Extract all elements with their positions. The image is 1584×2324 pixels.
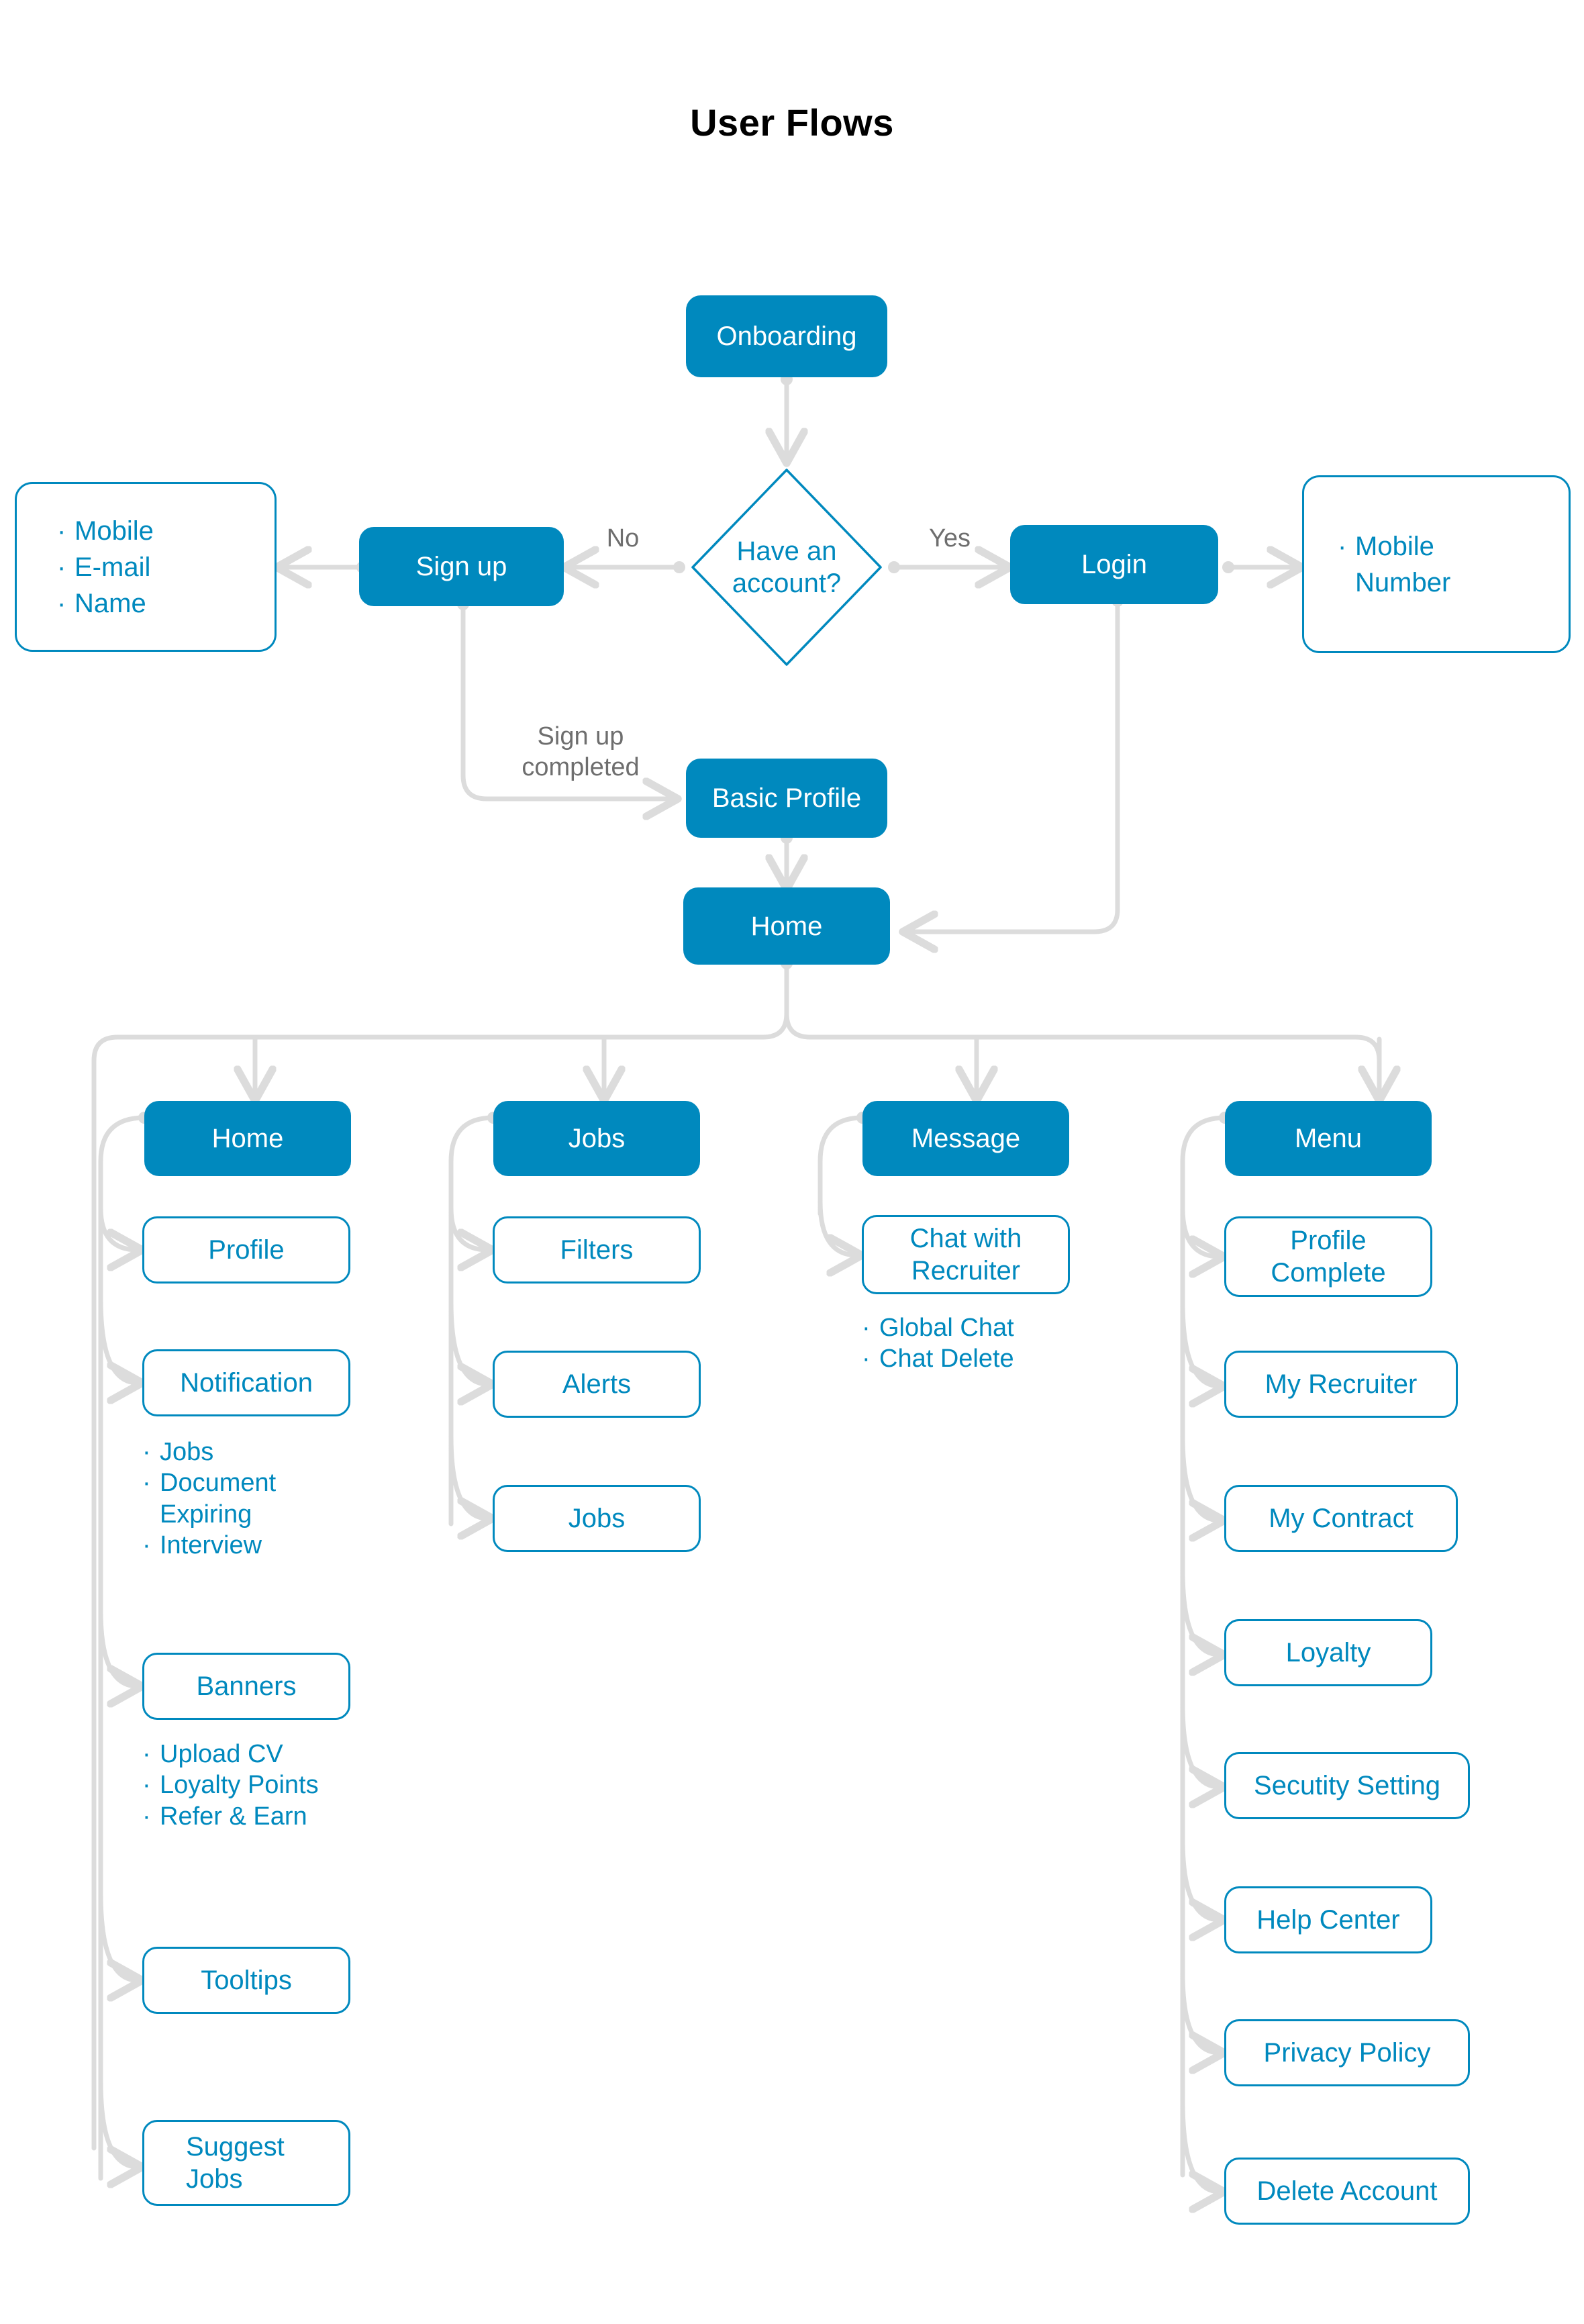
bullet-dot: · xyxy=(142,1531,151,1560)
node-label: Jobs xyxy=(568,1504,626,1533)
bullet-text: Jobs xyxy=(160,1438,214,1466)
node-onboarding-label: Onboarding xyxy=(716,322,857,351)
node-home-root-label: Home xyxy=(750,911,823,941)
edge-label-no: No xyxy=(606,524,640,552)
node-menu-delete-account[interactable]: Delete Account xyxy=(1224,2158,1470,2225)
node-basic-profile-label: Basic Profile xyxy=(711,783,862,813)
list-item: · Refer & Earn xyxy=(142,1801,384,1832)
node-sign-up[interactable]: Sign up xyxy=(359,527,564,606)
bullet-text: Mobile xyxy=(75,516,154,546)
edge-label-yes: Yes xyxy=(929,524,971,552)
section-header-home[interactable]: Home xyxy=(144,1101,351,1176)
bullet-text: Mobile Number xyxy=(1355,531,1451,597)
bullet-text: Document Expiring xyxy=(160,1469,277,1529)
card-login-fields: · Mobile Number xyxy=(1302,475,1571,653)
section-header-menu-label: Menu xyxy=(1294,1124,1363,1153)
node-label: My Contract xyxy=(1269,1504,1414,1533)
bullet-text: Name xyxy=(75,588,146,618)
list-item: · Chat Delete xyxy=(862,1343,1103,1374)
bullet-text: Chat Delete xyxy=(879,1345,1014,1373)
bullet-text: Upload CV xyxy=(160,1740,283,1768)
node-jobs-filters[interactable]: Filters xyxy=(493,1216,701,1284)
node-menu-my-contract[interactable]: My Contract xyxy=(1224,1485,1458,1552)
bullet-dot: · xyxy=(57,588,66,618)
node-label: Secutity Setting xyxy=(1254,1771,1440,1800)
node-basic-profile[interactable]: Basic Profile xyxy=(686,759,887,838)
bullet-dot: · xyxy=(57,516,66,546)
node-jobs-jobs[interactable]: Jobs xyxy=(493,1485,701,1552)
node-label: Profile Complete xyxy=(1271,1226,1386,1288)
bullet-dot: · xyxy=(862,1345,871,1373)
node-menu-security-setting[interactable]: Secutity Setting xyxy=(1224,1752,1470,1819)
node-menu-loyalty[interactable]: Loyalty xyxy=(1224,1619,1432,1686)
section-header-home-label: Home xyxy=(211,1124,284,1153)
node-message-chat-with-recruiter[interactable]: Chat with Recruiter xyxy=(862,1215,1070,1294)
bullet-dot: · xyxy=(57,552,66,582)
node-label: Chat with Recruiter xyxy=(909,1224,1022,1286)
section-header-message-label: Message xyxy=(911,1124,1021,1153)
node-label: Delete Account xyxy=(1256,2176,1438,2206)
list-item: · E-mail xyxy=(57,549,275,585)
bullet-dot: · xyxy=(142,1438,151,1466)
list-item: · Global Chat xyxy=(862,1312,1103,1343)
node-label: Filters xyxy=(560,1235,634,1265)
node-sign-up-label: Sign up xyxy=(415,552,507,581)
edge-label-signup-completed: Sign up completed xyxy=(522,722,640,781)
node-label: My Recruiter xyxy=(1265,1369,1418,1399)
list-item: · Upload CV xyxy=(142,1739,384,1770)
node-home-suggest-jobs[interactable]: Suggest Jobs xyxy=(142,2120,350,2206)
bullets-message-chat: · Global Chat · Chat Delete xyxy=(862,1312,1103,1375)
bullet-text: Global Chat xyxy=(879,1314,1014,1342)
node-jobs-alerts[interactable]: Alerts xyxy=(493,1351,701,1418)
bullet-dot: · xyxy=(862,1314,871,1342)
bullet-text: Loyalty Points xyxy=(160,1771,319,1800)
node-label: Profile xyxy=(208,1235,285,1265)
bullet-dot: · xyxy=(142,1771,151,1800)
node-label: Privacy Policy xyxy=(1263,2038,1431,2068)
node-onboarding[interactable]: Onboarding xyxy=(686,295,887,377)
node-home-profile[interactable]: Profile xyxy=(142,1216,350,1284)
node-label: Suggest Jobs xyxy=(186,2132,285,2194)
node-login[interactable]: Login xyxy=(1010,525,1218,604)
node-label: Notification xyxy=(180,1368,313,1398)
node-menu-profile-complete[interactable]: Profile Complete xyxy=(1224,1216,1432,1297)
node-home-tooltips[interactable]: Tooltips xyxy=(142,1947,350,2014)
section-header-jobs-label: Jobs xyxy=(568,1124,626,1153)
section-header-menu[interactable]: Menu xyxy=(1225,1101,1432,1176)
node-label: Banners xyxy=(196,1672,297,1701)
bullet-dot: · xyxy=(142,1802,151,1831)
node-label: Loyalty xyxy=(1285,1638,1371,1667)
bullets-home-banners: · Upload CV · Loyalty Points · Refer & E… xyxy=(142,1739,384,1832)
bullet-text: E-mail xyxy=(75,552,151,582)
list-item: · Mobile Number xyxy=(1338,528,1569,601)
node-home-banners[interactable]: Banners xyxy=(142,1653,350,1720)
node-label: Alerts xyxy=(562,1369,632,1399)
list-item: · Loyalty Points xyxy=(142,1770,384,1800)
node-home-notification[interactable]: Notification xyxy=(142,1349,350,1416)
list-item: · Document Expiring xyxy=(142,1467,364,1530)
list-item: · Interview xyxy=(142,1530,364,1561)
node-home-root[interactable]: Home xyxy=(683,887,890,965)
node-login-label: Login xyxy=(1081,550,1147,579)
node-menu-my-recruiter[interactable]: My Recruiter xyxy=(1224,1351,1458,1418)
node-label: Tooltips xyxy=(201,1966,292,1995)
node-decision-label: Have an account? xyxy=(732,536,842,598)
bullet-dot: · xyxy=(1338,531,1347,561)
node-menu-help-center[interactable]: Help Center xyxy=(1224,1886,1432,1953)
bullet-text: Interview xyxy=(160,1531,262,1560)
section-header-jobs[interactable]: Jobs xyxy=(493,1101,700,1176)
bullet-dot: · xyxy=(142,1740,151,1768)
node-label: Help Center xyxy=(1256,1905,1400,1935)
node-menu-privacy-policy[interactable]: Privacy Policy xyxy=(1224,2019,1470,2086)
list-item: · Mobile xyxy=(57,513,275,549)
page-title: User Flows xyxy=(690,101,894,144)
list-item: · Jobs xyxy=(142,1437,364,1467)
bullets-home-notification: · Jobs · Document Expiring · Interview xyxy=(142,1437,364,1561)
list-item: · Name xyxy=(57,585,275,622)
node-decision-have-account[interactable]: Have an account? xyxy=(699,527,874,608)
bullet-dot: · xyxy=(142,1469,151,1498)
card-signup-fields: · Mobile · E-mail · Name xyxy=(15,482,277,652)
bullet-text: Refer & Earn xyxy=(160,1802,307,1831)
section-header-message[interactable]: Message xyxy=(862,1101,1069,1176)
